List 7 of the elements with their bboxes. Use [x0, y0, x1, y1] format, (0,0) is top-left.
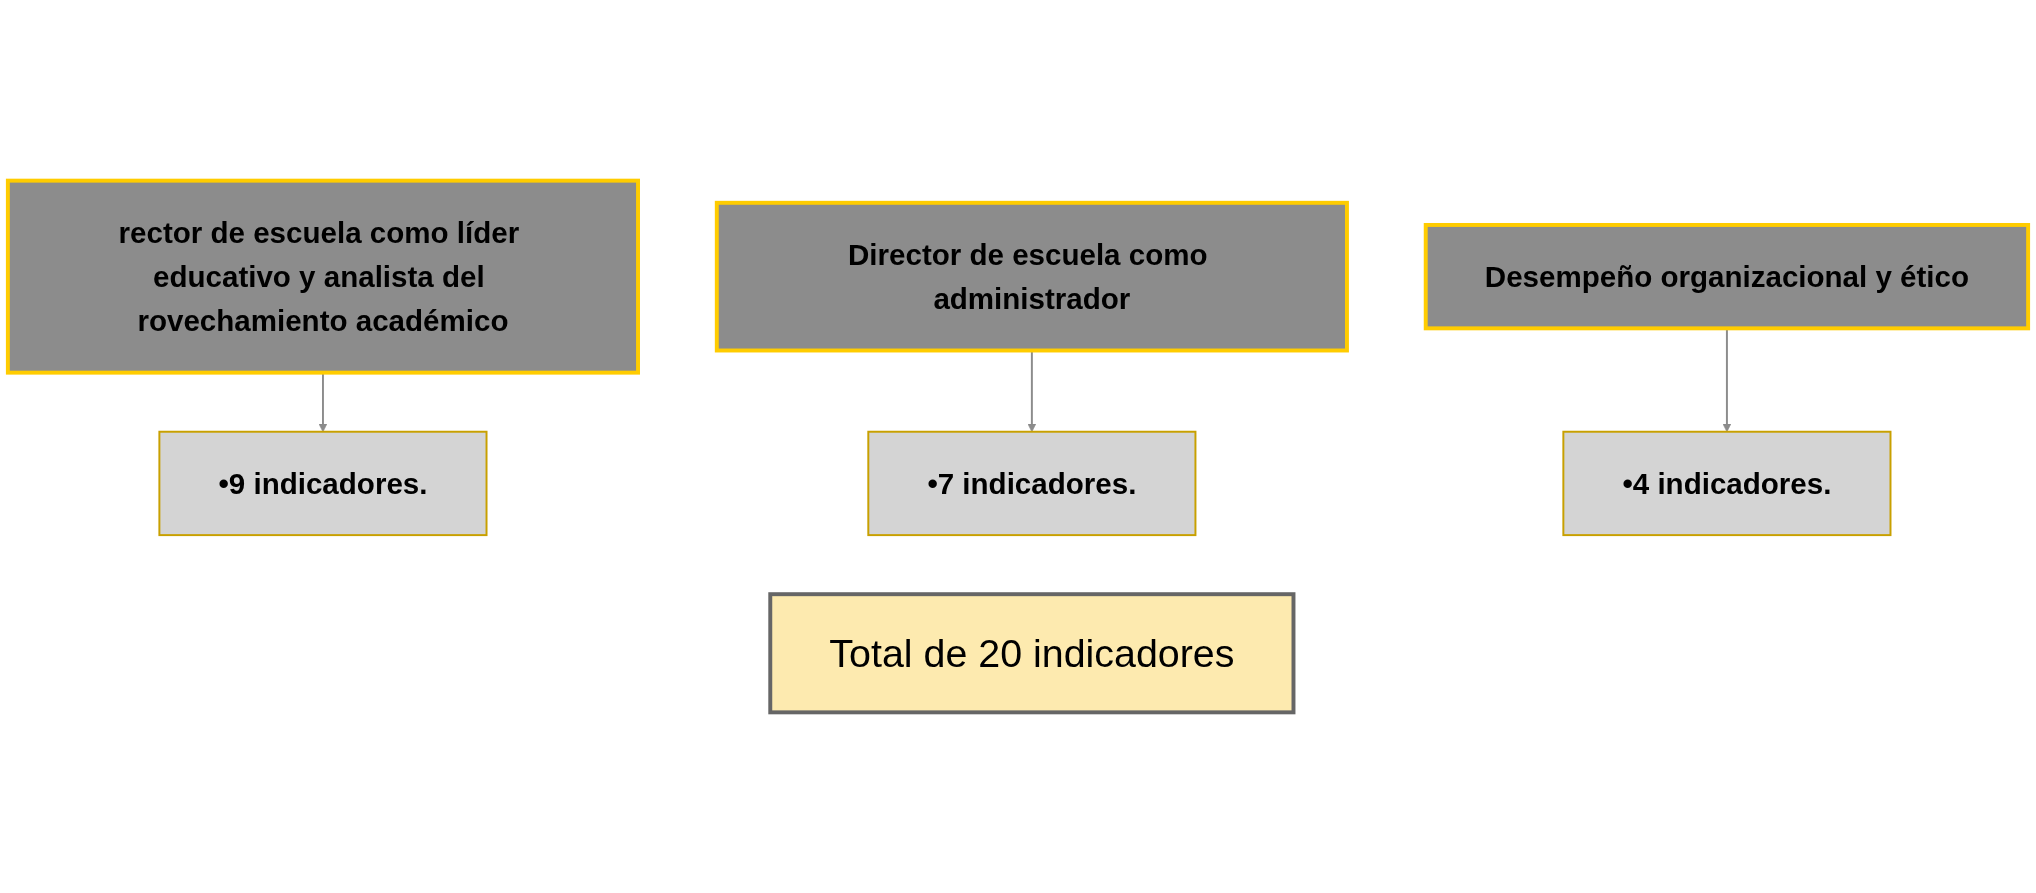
node-box: Director de escuela como administrador: [714, 200, 1349, 353]
node-box: •4 indicadores.: [1562, 430, 1892, 537]
node-box: •7 indicadores.: [867, 430, 1197, 537]
node-box: Total de 20 indicadores: [768, 592, 1296, 715]
node-box: rector de escuela como líder educativo y analista del rovechamiento académico: [5, 178, 640, 375]
node-box: Desempeño organizacional y ético: [1423, 223, 2031, 331]
node-box: •9 indicadores.: [158, 430, 488, 537]
